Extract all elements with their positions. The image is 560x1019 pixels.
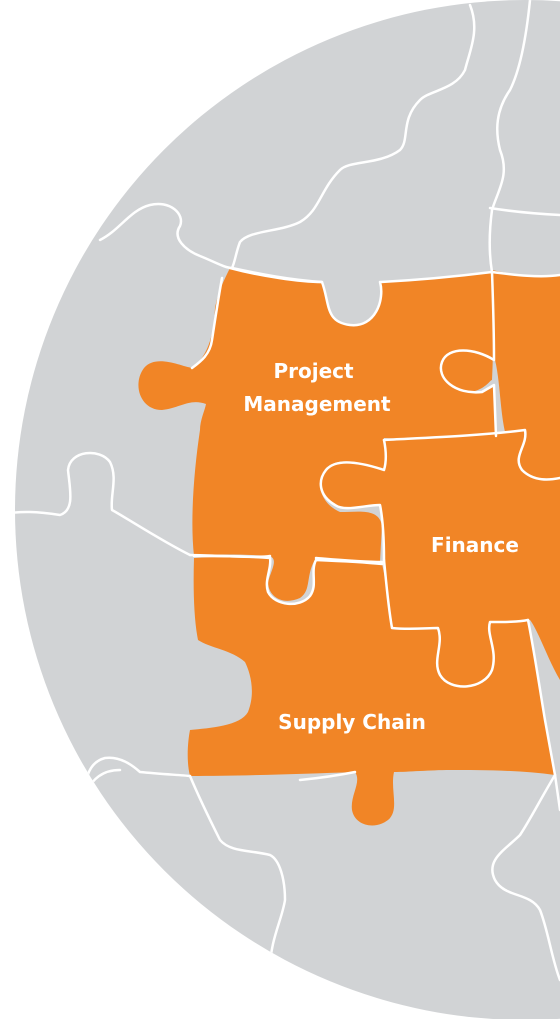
label-project-line-2: Management (243, 392, 391, 416)
label-project-line-1: Project (273, 359, 354, 383)
piece-borders (192, 266, 560, 777)
puzzle-piece-project-management (138, 268, 496, 601)
label-project-management: Project Management (243, 359, 391, 416)
label-supply-chain: Supply Chain (278, 710, 426, 734)
puzzle-piece-supply-chain (187, 556, 555, 826)
label-finance: Finance (431, 533, 519, 557)
